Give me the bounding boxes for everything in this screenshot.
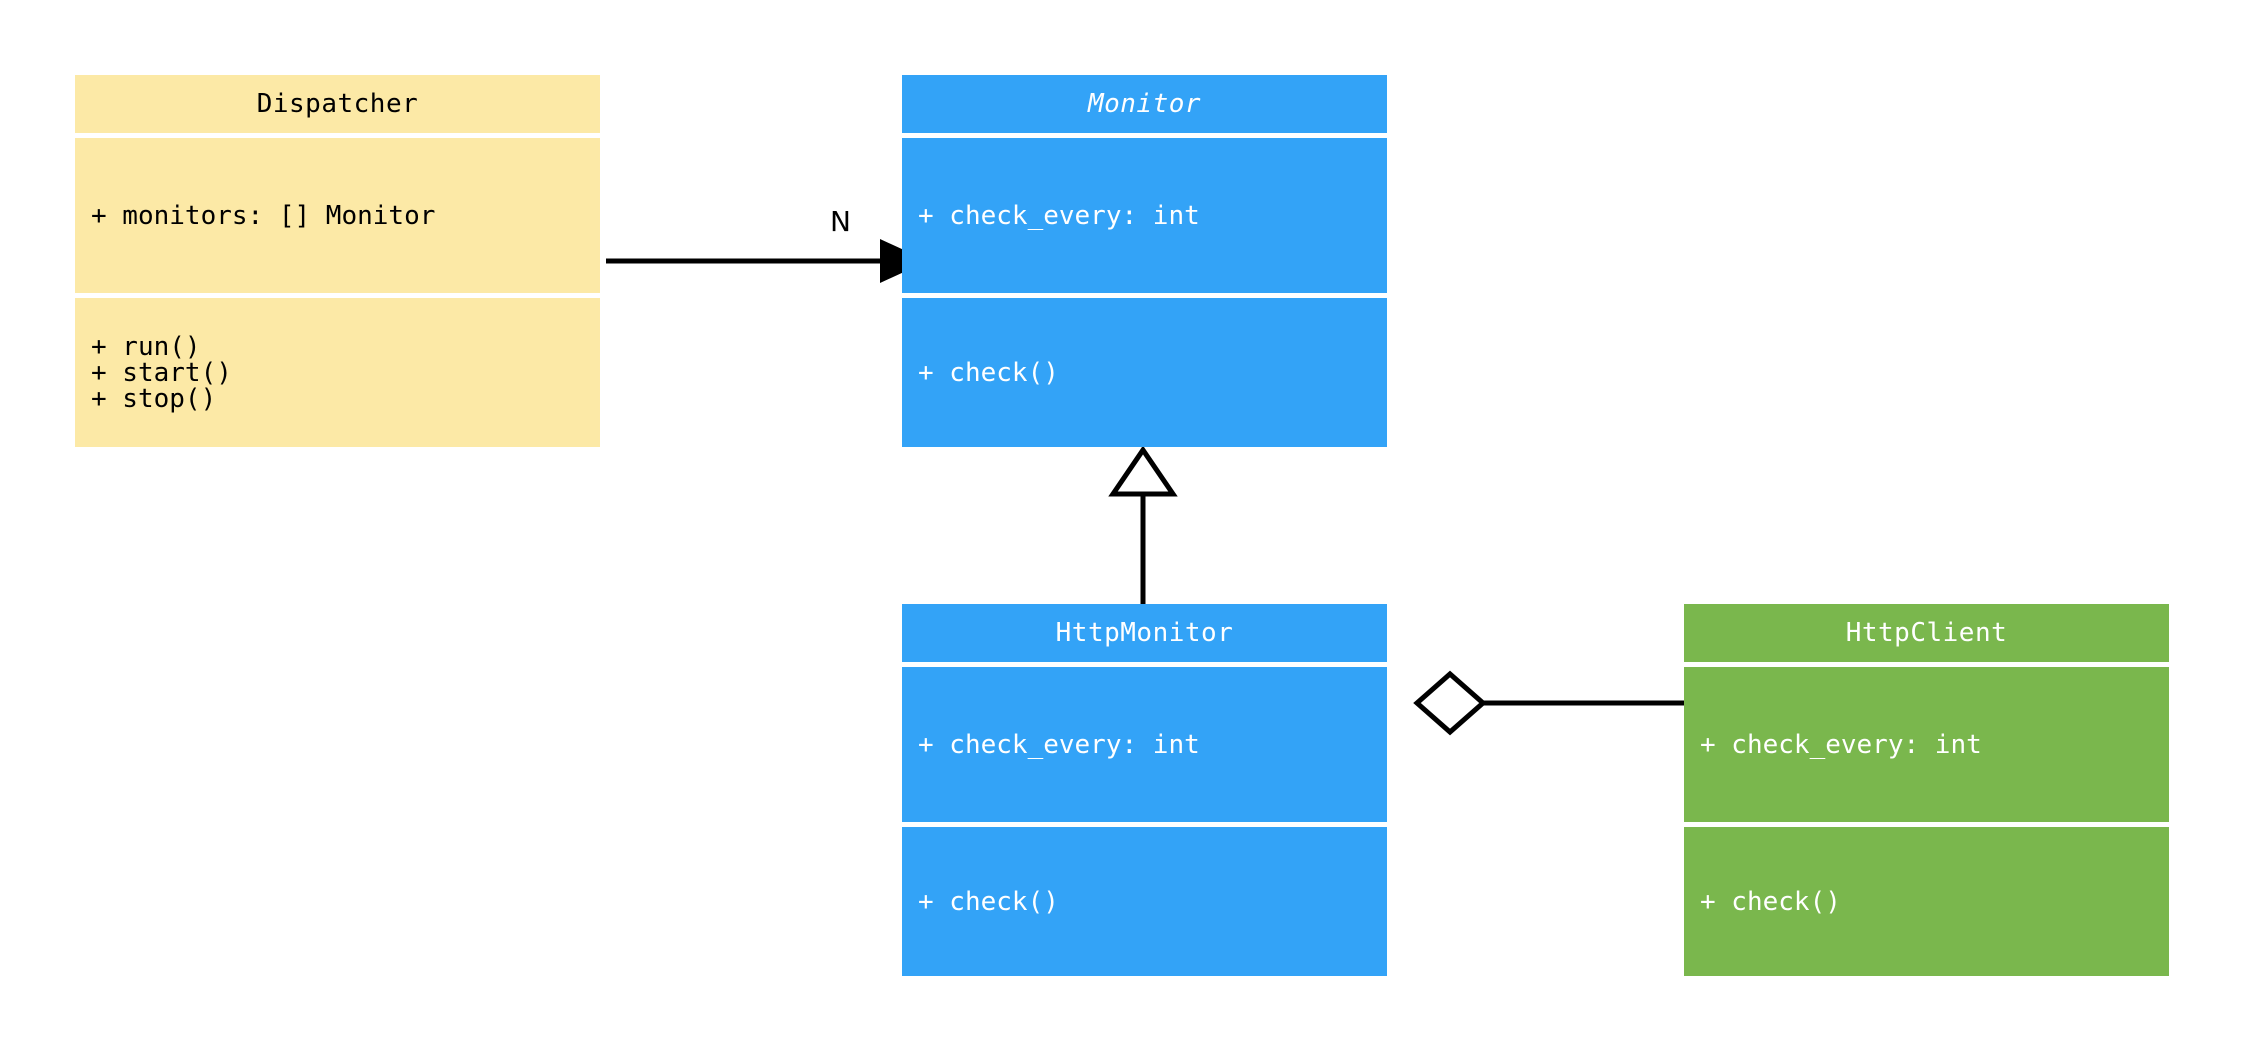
method-list: + check()	[902, 360, 1387, 386]
class-methods-compartment: + run() + start() + stop()	[75, 298, 600, 447]
compartment-divider	[75, 293, 600, 298]
attribute-list: + monitors: [] Monitor	[75, 203, 600, 229]
hollow-triangle-icon	[1108, 445, 1178, 497]
class-box-monitor[interactable]: Monitor + check_every: int + check()	[902, 75, 1387, 447]
method-list: + run() + start() + stop()	[75, 334, 600, 412]
class-name-http-monitor: HttpMonitor	[1055, 618, 1234, 648]
class-attributes-compartment: + monitors: [] Monitor	[75, 138, 600, 293]
association-dispatcher-monitor	[606, 239, 928, 283]
generalization-httpmonitor-monitor	[1108, 445, 1178, 605]
attribute-list: + check_every: int	[902, 203, 1387, 229]
aggregation-httpmonitor-httpclient	[1413, 670, 1684, 736]
attribute-list: + check_every: int	[1684, 732, 2169, 758]
class-box-dispatcher[interactable]: Dispatcher + monitors: [] Monitor + run(…	[75, 75, 600, 447]
class-title-compartment: HttpClient	[1684, 604, 2169, 662]
class-name-http-client: HttpClient	[1845, 618, 2008, 648]
compartment-divider	[1684, 822, 2169, 827]
association-multiplicity-label: N	[830, 205, 851, 238]
compartment-divider	[902, 133, 1387, 138]
method-item: + start()	[91, 357, 232, 388]
class-attributes-compartment: + check_every: int	[902, 667, 1387, 822]
class-name-dispatcher: Dispatcher	[256, 89, 419, 119]
class-title-compartment: HttpMonitor	[902, 604, 1387, 662]
attribute-item: + check_every: int	[1700, 729, 1982, 760]
method-item: + check()	[1700, 886, 1841, 917]
class-box-http-monitor[interactable]: HttpMonitor + check_every: int + check()	[902, 604, 1387, 976]
class-methods-compartment: + check()	[902, 298, 1387, 447]
compartment-divider	[902, 822, 1387, 827]
method-item: + run()	[91, 331, 201, 362]
method-list: + check()	[1684, 889, 2169, 915]
method-item: + check()	[918, 357, 1059, 388]
class-attributes-compartment: + check_every: int	[902, 138, 1387, 293]
method-item: + check()	[918, 886, 1059, 917]
class-attributes-compartment: + check_every: int	[1684, 667, 2169, 822]
method-list: + check()	[902, 889, 1387, 915]
hollow-diamond-icon	[1413, 670, 1487, 736]
attribute-item: + monitors: [] Monitor	[91, 200, 436, 231]
compartment-divider	[902, 662, 1387, 667]
class-title-compartment: Dispatcher	[75, 75, 600, 133]
compartment-divider	[1684, 662, 2169, 667]
attribute-item: + check_every: int	[918, 200, 1200, 231]
compartment-divider	[75, 133, 600, 138]
attribute-item: + check_every: int	[918, 729, 1200, 760]
attribute-list: + check_every: int	[902, 732, 1387, 758]
compartment-divider	[902, 293, 1387, 298]
method-item: + stop()	[91, 383, 217, 414]
class-box-http-client[interactable]: HttpClient + check_every: int + check()	[1684, 604, 2169, 976]
class-name-monitor: Monitor	[1087, 89, 1202, 119]
class-methods-compartment: + check()	[902, 827, 1387, 976]
class-methods-compartment: + check()	[1684, 827, 2169, 976]
class-title-compartment: Monitor	[902, 75, 1387, 133]
